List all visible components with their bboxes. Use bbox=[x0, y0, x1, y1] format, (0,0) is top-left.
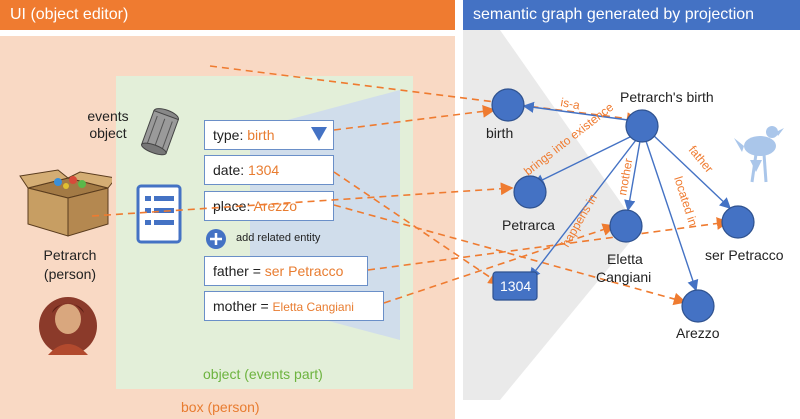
node-label-birth: birth bbox=[486, 125, 513, 141]
proj-place-to-arezzo bbox=[333, 204, 687, 306]
date-key: date: bbox=[213, 162, 245, 178]
add-icon[interactable] bbox=[205, 228, 227, 250]
graph-header: semantic graph generated by projection bbox=[463, 0, 800, 30]
type-key: type: bbox=[213, 127, 244, 143]
box-label: box (person) bbox=[181, 399, 260, 415]
date-value: 1304 bbox=[248, 162, 280, 178]
place-key: place: bbox=[213, 198, 251, 214]
proj-mother-to-eletta bbox=[383, 223, 616, 304]
node-1304 bbox=[492, 271, 538, 301]
proj-object-to-event bbox=[209, 65, 640, 125]
edge-happens-in bbox=[529, 139, 637, 280]
edge-brings-into-existence bbox=[532, 135, 633, 185]
edge-mother bbox=[624, 140, 641, 212]
proj-type-to-birth bbox=[333, 105, 496, 131]
edge-located-in bbox=[645, 140, 699, 292]
mother-field[interactable]: mother = Eletta Cangiani bbox=[204, 291, 384, 321]
dropdown-triangle-icon[interactable] bbox=[310, 126, 328, 142]
ui-header: UI (object editor) bbox=[0, 0, 455, 30]
add-related-entity-label[interactable]: add related entity bbox=[236, 232, 321, 244]
edge-label-mother: mother bbox=[615, 157, 635, 196]
node-petrarca bbox=[513, 175, 547, 209]
edge-label-located-in: located in bbox=[671, 175, 700, 228]
node-ser-petracco bbox=[721, 205, 755, 239]
father-field[interactable]: father = ser Petracco bbox=[204, 256, 368, 286]
edge-label-is-a: is-a bbox=[559, 95, 581, 112]
place-field[interactable]: place: Arezzo bbox=[204, 191, 334, 221]
node-arezzo bbox=[681, 289, 715, 323]
node-label-petrarca: Petrarca bbox=[502, 217, 555, 233]
node-birth bbox=[491, 88, 525, 122]
projection-arrow bbox=[463, 30, 640, 400]
node-label-arezzo: Arezzo bbox=[676, 325, 720, 341]
node-eletta bbox=[609, 209, 643, 243]
mother-key: mother = bbox=[213, 298, 269, 314]
events-object-label: events object bbox=[87, 108, 129, 141]
stork-icon bbox=[734, 126, 784, 183]
edge-father bbox=[651, 133, 732, 209]
edge-label-happens-in: happens in bbox=[558, 192, 599, 250]
box-icon bbox=[19, 169, 112, 237]
type-value: birth bbox=[247, 127, 275, 143]
father-key: father = bbox=[213, 263, 261, 279]
form-list-icon bbox=[136, 184, 182, 244]
node-label-eletta-2: Cangiani bbox=[596, 269, 651, 285]
father-value: ser Petracco bbox=[264, 263, 344, 279]
mother-value: Eletta Cangiani bbox=[272, 300, 354, 314]
node-label-petrarchs-birth: Petrarch's birth bbox=[620, 89, 714, 105]
type-field[interactable]: type: birth bbox=[204, 120, 334, 150]
person-label: Petrarch (person) bbox=[43, 247, 97, 282]
proj-father-to-petracco bbox=[367, 217, 730, 271]
node-petrarchs-birth bbox=[625, 109, 659, 143]
petrarch-portrait-icon bbox=[39, 297, 97, 355]
date-field[interactable]: date: 1304 bbox=[204, 155, 334, 185]
node-label-ser-petracco: ser Petracco bbox=[705, 247, 784, 263]
proj-box-to-petrarca bbox=[91, 182, 514, 217]
trash-can-icon bbox=[140, 108, 180, 156]
object-part-label: object (events part) bbox=[203, 366, 323, 382]
node-label-eletta-1: Eletta bbox=[607, 251, 643, 267]
place-value: Arezzo bbox=[253, 198, 298, 214]
node-label-1304: 1304 bbox=[500, 278, 531, 294]
edge-is-a bbox=[522, 101, 629, 121]
